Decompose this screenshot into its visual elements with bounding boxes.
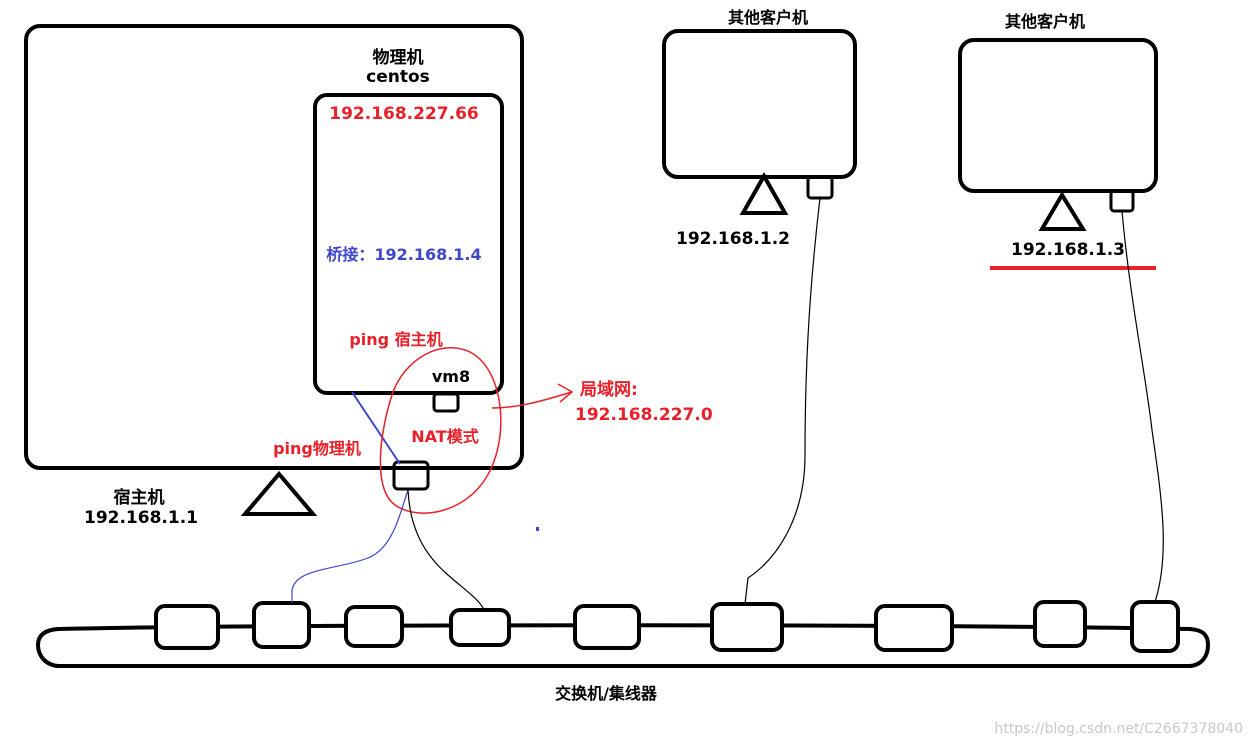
host-port bbox=[392, 460, 430, 491]
client1-ip: 192.168.1.2 bbox=[676, 229, 790, 249]
switch-port-6 bbox=[710, 602, 784, 652]
switch-port-5 bbox=[573, 604, 641, 650]
host-machine-box bbox=[24, 24, 524, 470]
client1-title: 其他客户机 bbox=[728, 8, 808, 27]
host-ip: 192.168.1.1 bbox=[84, 508, 198, 528]
ping-physical-label: ping物理机 bbox=[273, 439, 361, 458]
client1-box bbox=[662, 29, 857, 179]
cable-blue-host-to-switch bbox=[291, 489, 409, 603]
cable-client1-to-switch bbox=[744, 197, 821, 605]
watermark: https://blog.csdn.net/C2667378040 bbox=[994, 721, 1243, 737]
switch-port-1 bbox=[154, 604, 220, 650]
lan-title: 局域网: bbox=[580, 379, 638, 400]
vm8-label: vm8 bbox=[432, 367, 470, 386]
lan-arrow-head bbox=[557, 383, 574, 403]
vm-box bbox=[313, 93, 504, 395]
switch-port-9 bbox=[1130, 600, 1180, 653]
switch-port-4 bbox=[449, 608, 511, 647]
client2-triangle-icon bbox=[1038, 191, 1087, 231]
client1-port bbox=[806, 175, 834, 200]
bridge-label: 桥接：192.168.1.4 bbox=[326, 245, 481, 264]
physical-title-2: centos bbox=[366, 67, 430, 87]
client1-triangle-icon bbox=[739, 171, 789, 215]
client2-port bbox=[1109, 189, 1135, 213]
switch-port-7 bbox=[874, 604, 954, 652]
cable-client2-to-switch bbox=[1121, 210, 1164, 603]
lan-arrow bbox=[491, 391, 573, 409]
cable-host-to-switch bbox=[407, 489, 485, 611]
bridge-line bbox=[351, 391, 401, 465]
host-triangle-icon bbox=[240, 470, 318, 516]
switch-port-8 bbox=[1033, 600, 1087, 648]
nat-circle bbox=[379, 347, 502, 514]
stray-dot bbox=[536, 527, 539, 531]
client2-ip: 192.168.1.3 bbox=[1011, 240, 1125, 260]
physical-title-1: 物理机 bbox=[373, 47, 424, 68]
nat-mode-label: NAT模式 bbox=[411, 427, 478, 446]
vm-ip: 192.168.227.66 bbox=[329, 104, 479, 124]
vm8-port bbox=[432, 392, 460, 413]
switch-port-3 bbox=[344, 605, 404, 648]
switch-port-2 bbox=[252, 601, 311, 649]
client2-title: 其他客户机 bbox=[1005, 12, 1085, 31]
switch-body bbox=[35, 623, 1211, 668]
lan-ip: 192.168.227.0 bbox=[575, 405, 713, 425]
switch-label: 交换机/集线器 bbox=[555, 684, 658, 703]
client2-box bbox=[958, 38, 1158, 193]
host-name: 宿主机 bbox=[114, 487, 165, 508]
ping-host-label: ping 宿主机 bbox=[349, 330, 442, 349]
